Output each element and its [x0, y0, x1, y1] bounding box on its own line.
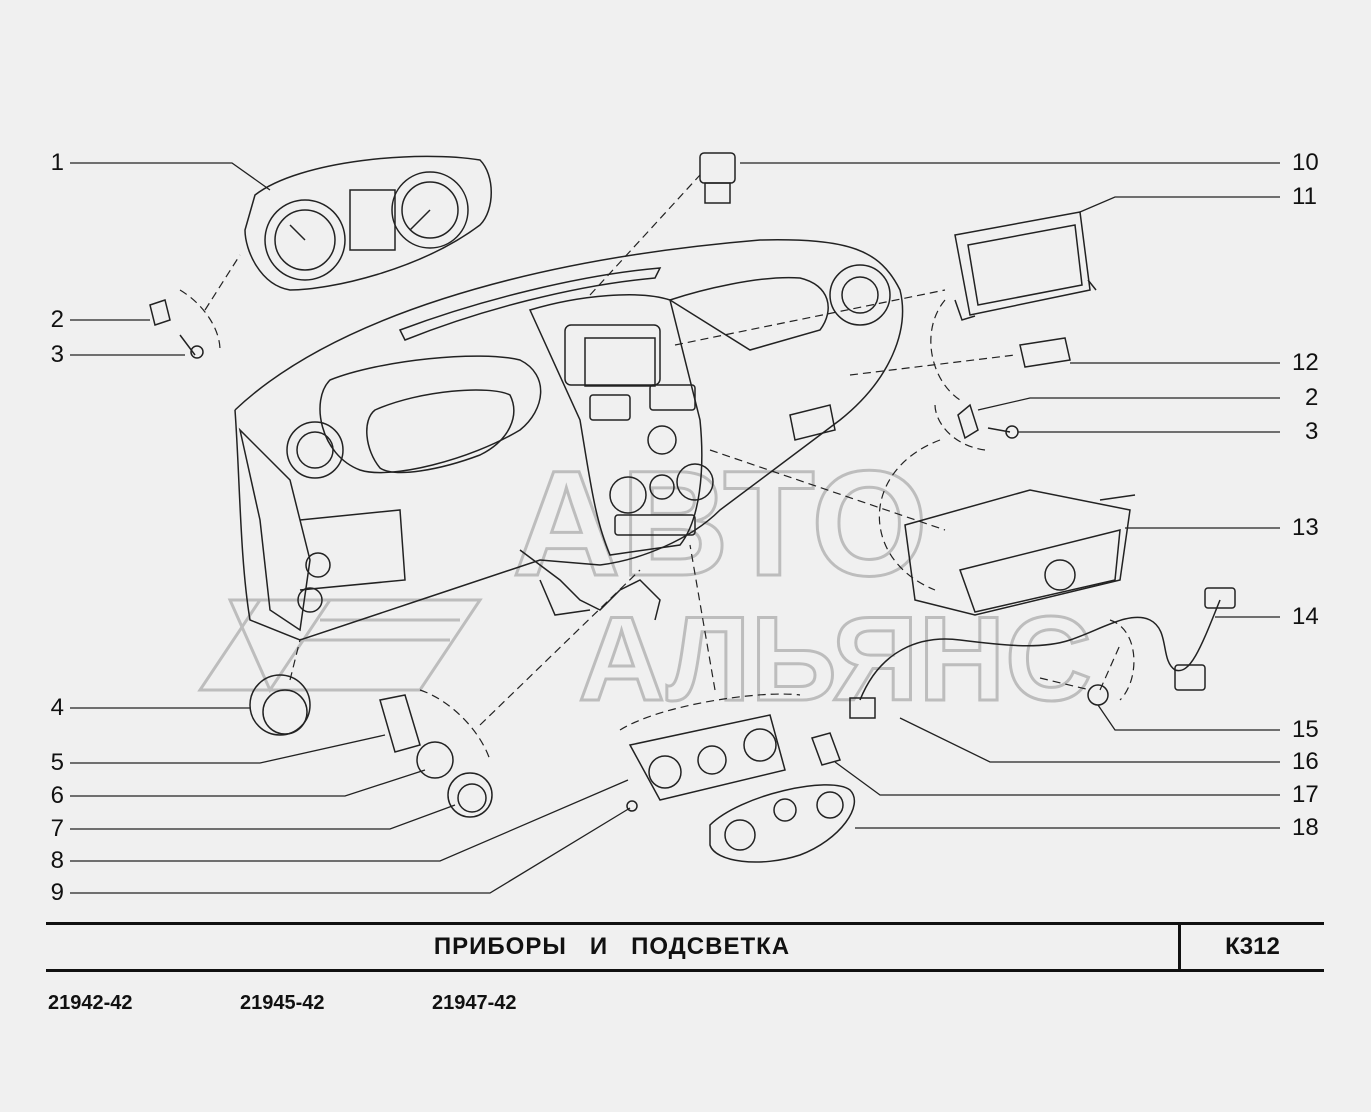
callout-12: 12	[1292, 349, 1319, 376]
callout-15: 15	[1292, 716, 1319, 743]
display-unit-part	[954, 211, 1097, 321]
heater-control-part	[628, 714, 786, 801]
model-number: 21942-42	[48, 992, 133, 1014]
title-divider	[1178, 925, 1181, 969]
watermark-logo-icon	[197, 598, 483, 694]
trim-panel-part	[709, 784, 856, 863]
cigarette-lighter-part	[379, 694, 493, 818]
screw-part	[626, 800, 638, 812]
indicator-bulb-part	[811, 732, 841, 766]
clip-part-right	[957, 403, 1019, 440]
round-switch-part	[249, 674, 311, 736]
sheet-code: К312	[1225, 933, 1280, 960]
dashboard-panel	[234, 239, 904, 641]
model-number: 21947-42	[432, 992, 517, 1014]
radio-unit-part	[904, 489, 1136, 616]
callout-11: 11	[1292, 183, 1317, 210]
callout-2-right: 2	[1305, 384, 1319, 411]
callout-16: 16	[1292, 748, 1319, 775]
bulb-socket-part	[699, 152, 736, 204]
leader-lines	[70, 162, 1280, 894]
callout-5: 5	[50, 749, 64, 776]
callout-3: 3	[50, 341, 64, 368]
watermark-line1: АВТО	[512, 439, 928, 607]
assembly-arrows	[179, 174, 1135, 761]
callout-9: 9	[50, 879, 64, 906]
callout-10: 10	[1292, 149, 1319, 176]
wiring-harness-part	[849, 587, 1236, 719]
callout-7: 7	[50, 815, 64, 842]
title-block: ПРИБОРЫ И ПОДСВЕТКА К312	[46, 922, 1324, 972]
page-title: ПРИБОРЫ И ПОДСВЕТКА	[433, 933, 791, 960]
callout-1: 1	[50, 149, 64, 176]
callout-4: 4	[50, 694, 64, 721]
callout-2: 2	[50, 306, 64, 333]
watermark: АВТО АЛЬЯНС	[197, 438, 1093, 728]
callout-8: 8	[50, 847, 64, 874]
switch-part	[1019, 337, 1071, 368]
instrument-cluster-part	[244, 155, 492, 291]
callout-18: 18	[1292, 814, 1319, 841]
watermark-line2: АЛЬЯНС	[578, 592, 1092, 726]
clip-part-left	[149, 299, 204, 359]
callout-17: 17	[1292, 781, 1319, 808]
callout-13: 13	[1292, 514, 1319, 541]
model-number: 21945-42	[240, 992, 325, 1014]
callout-3-right: 3	[1305, 418, 1319, 445]
callout-6: 6	[50, 782, 64, 809]
callout-14: 14	[1292, 603, 1319, 630]
